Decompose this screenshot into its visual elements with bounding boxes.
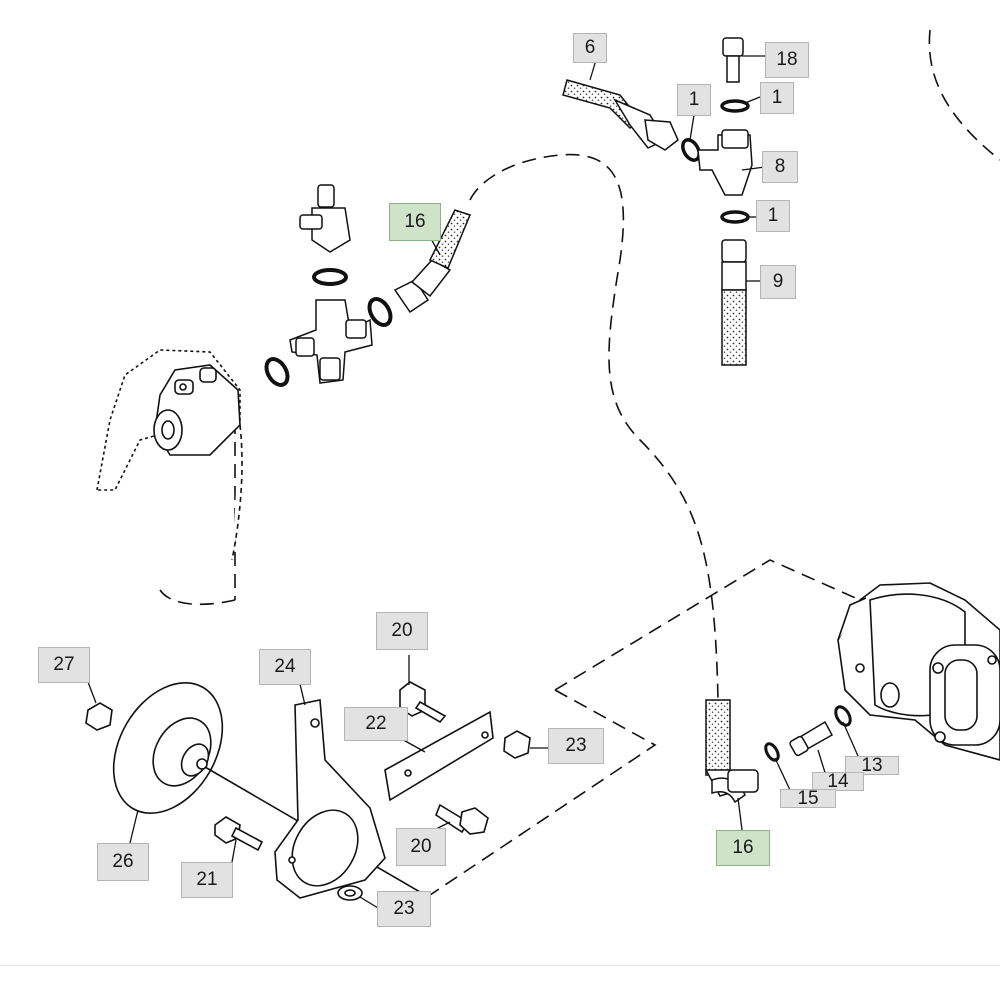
callout-20: 20 bbox=[396, 828, 446, 866]
callout-13: 13 bbox=[845, 755, 899, 776]
pump-fittings bbox=[704, 699, 852, 804]
callout-1: 1 bbox=[756, 200, 790, 232]
callout-20: 20 bbox=[376, 612, 428, 650]
callout-16: 16 bbox=[716, 830, 770, 866]
callout-8: 8 bbox=[762, 151, 798, 183]
callout-26: 26 bbox=[97, 843, 149, 881]
callout-16: 16 bbox=[389, 203, 441, 241]
upper-right-tee-assembly bbox=[562, 37, 753, 366]
callout-15: 15 bbox=[780, 788, 836, 809]
bottom-rule bbox=[0, 965, 1000, 966]
hydraulic-pump bbox=[837, 582, 1000, 761]
callout-23: 23 bbox=[548, 728, 604, 764]
callout-1: 1 bbox=[677, 84, 711, 116]
callout-1: 1 bbox=[760, 82, 794, 114]
callout-14: 14 bbox=[812, 771, 864, 792]
callout-6: 6 bbox=[573, 33, 607, 63]
tee-fitting-assembly bbox=[264, 184, 472, 387]
callout-23: 23 bbox=[377, 891, 431, 927]
mounting-bracket-assembly bbox=[85, 681, 531, 901]
callout-9: 9 bbox=[760, 265, 796, 299]
callout-21: 21 bbox=[181, 862, 233, 898]
oil-filter bbox=[96, 349, 243, 561]
callout-24: 24 bbox=[259, 649, 311, 685]
callout-18: 18 bbox=[765, 42, 809, 78]
callout-22: 22 bbox=[344, 707, 408, 741]
callout-27: 27 bbox=[38, 647, 90, 683]
